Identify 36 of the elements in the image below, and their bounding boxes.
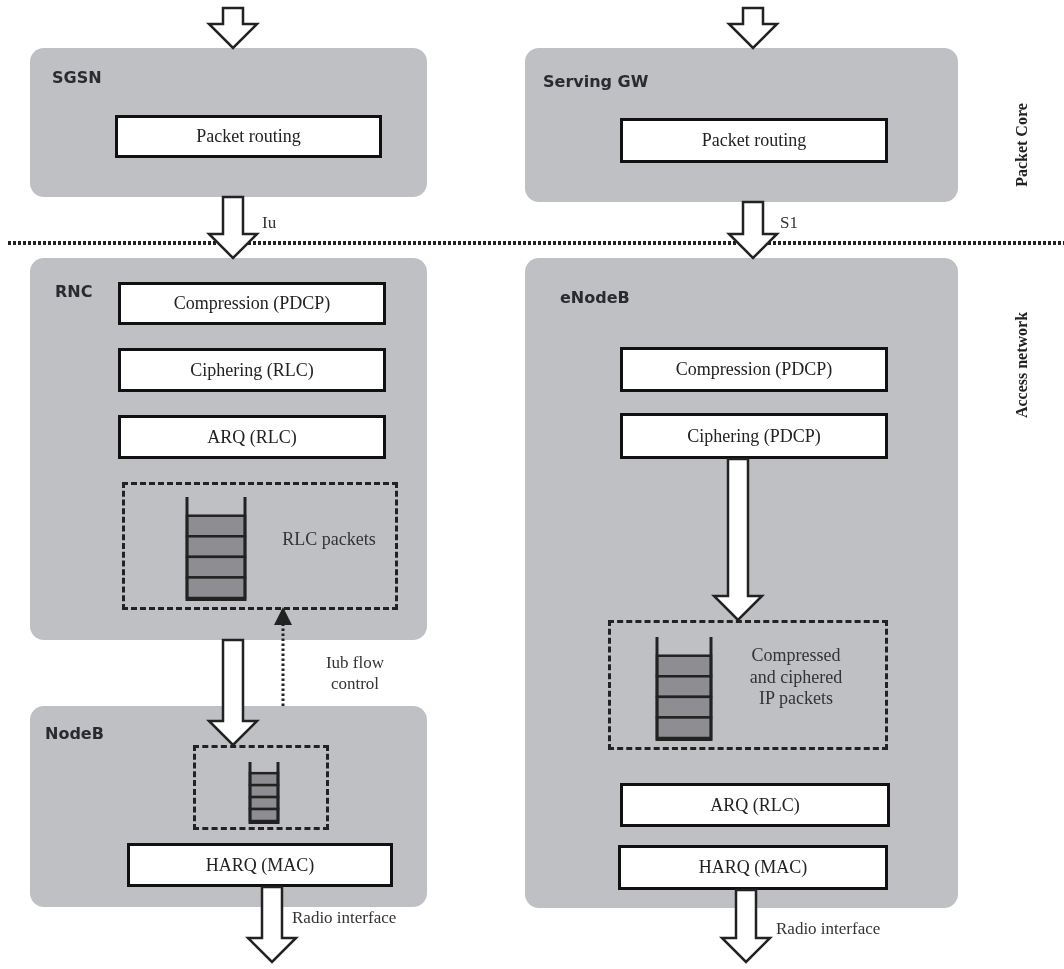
function-box: Ciphering (PDCP) [620, 413, 888, 459]
block-arrow [245, 885, 299, 964]
panel-title: NodeB [45, 724, 104, 743]
panel-title: Serving GW [543, 72, 649, 91]
network-element-panel [525, 48, 958, 202]
block-arrow [206, 6, 260, 50]
panel-title: eNodeB [560, 288, 630, 307]
block-arrow [206, 638, 260, 747]
network-element-panel [30, 258, 427, 640]
function-box: Compression (PDCP) [118, 282, 386, 325]
network-element-panel [525, 258, 958, 908]
buffer-label: Compressed and ciphered IP packets [748, 645, 844, 710]
buffer-box [193, 745, 329, 830]
function-box: Compression (PDCP) [620, 347, 888, 392]
block-arrow [726, 6, 780, 50]
block-arrow [719, 888, 773, 964]
block-arrow [726, 200, 780, 260]
block-arrow [206, 195, 260, 260]
buffer-box [608, 620, 888, 750]
network-element-panel [30, 706, 427, 907]
function-box: Ciphering (RLC) [118, 348, 386, 392]
panel-title: SGSN [52, 68, 102, 87]
function-box: Packet routing [620, 118, 888, 163]
layer-label: Packet Core [1013, 103, 1031, 187]
function-box: ARQ (RLC) [118, 415, 386, 459]
buffer-label: RLC packets [281, 529, 377, 551]
network-element-panel [30, 48, 427, 197]
function-box: HARQ (MAC) [127, 843, 393, 887]
function-box: HARQ (MAC) [618, 845, 888, 890]
dotted-arrow [274, 607, 292, 706]
function-box: Packet routing [115, 115, 382, 158]
layer-label: Access network [1013, 311, 1031, 419]
buffer-box [122, 482, 398, 610]
function-box: ARQ (RLC) [620, 783, 890, 827]
block-arrow [711, 457, 765, 622]
panel-title: RNC [55, 282, 93, 301]
